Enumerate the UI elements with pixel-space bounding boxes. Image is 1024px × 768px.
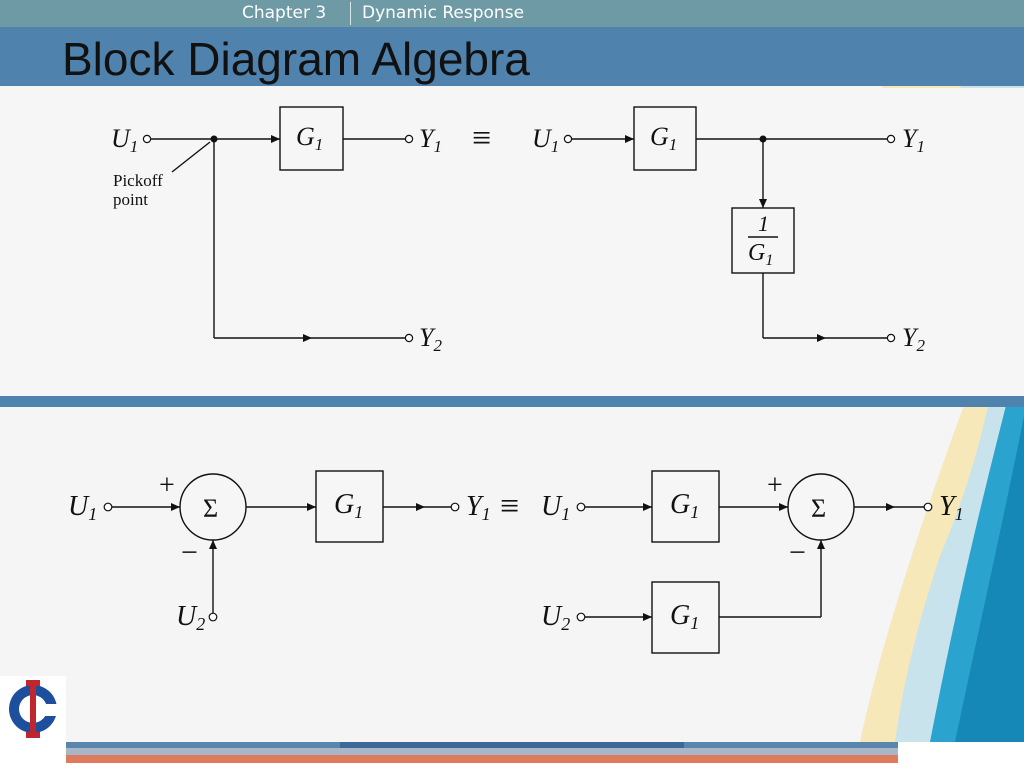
output-y2-port	[404, 333, 414, 343]
output-y1-label: Y1	[902, 124, 925, 156]
output-y2-port	[886, 333, 896, 343]
header-divider	[350, 2, 351, 25]
input-u2-label: U2	[541, 601, 570, 634]
g1-block-label: G1	[670, 489, 699, 522]
inverse-g1-block	[731, 207, 795, 274]
arrow-head	[625, 135, 634, 143]
minus-sign: −	[181, 536, 198, 569]
page-title: Block Diagram Algebra	[62, 33, 530, 85]
topic-label: Dynamic Response	[362, 3, 525, 23]
logo-bar	[30, 680, 36, 738]
g1-block	[633, 106, 697, 171]
output-y1-port	[404, 134, 414, 144]
arrow-head	[171, 503, 180, 511]
output-y1-label: Y1	[419, 124, 442, 156]
arrow-head	[643, 503, 652, 511]
input-u1-label: U1	[68, 491, 97, 524]
g1-block	[651, 470, 720, 543]
arrow-head	[303, 334, 312, 342]
sum-symbol: Σ	[811, 494, 826, 523]
input-u1-label: U1	[532, 124, 559, 156]
input-u2-port	[208, 612, 218, 622]
g1-block-label: G1	[334, 489, 363, 522]
arrow-head	[817, 334, 826, 342]
sum-symbol: Σ	[203, 494, 218, 523]
input-port	[576, 502, 586, 512]
output-y2-label: Y2	[419, 323, 442, 355]
annotation-leader	[171, 141, 211, 173]
logo-caption	[42, 704, 62, 716]
equivalence-symbol: ≡	[472, 120, 491, 157]
decorative-swoosh	[860, 86, 1024, 742]
college-logo	[0, 676, 66, 742]
arrow-head	[307, 503, 316, 511]
section-divider	[0, 396, 1024, 407]
arrow-head	[416, 503, 425, 511]
input-u1-label: U1	[541, 491, 570, 524]
output-y1-label: Y1	[466, 491, 491, 524]
g1-block-label: G1	[670, 600, 699, 633]
g1-block-label: G1	[650, 122, 677, 154]
arrow-head	[271, 135, 280, 143]
pickoff-annotation-line1: Pickoff	[113, 171, 163, 190]
plus-sign: +	[159, 470, 175, 501]
chapter-label: Chapter 3	[242, 3, 327, 23]
arrow-head	[817, 540, 825, 549]
input-port	[103, 502, 113, 512]
inverse-denominator: G1	[748, 240, 773, 269]
g1-block-lower	[651, 581, 720, 654]
plus-sign: +	[767, 470, 783, 501]
input-u1-label: U1	[111, 124, 138, 156]
input-u2-label: U2	[176, 601, 205, 634]
output-y1-label: Y1	[939, 491, 964, 524]
pickoff-annotation-line2: point	[113, 190, 148, 209]
output-y1-port	[923, 502, 933, 512]
input-u2-port	[576, 612, 586, 622]
input-port	[142, 134, 152, 144]
input-port	[563, 134, 573, 144]
arrow-head	[209, 540, 217, 549]
header-bar	[0, 0, 1024, 27]
minus-sign: −	[789, 536, 806, 569]
output-y1-port	[886, 134, 896, 144]
arrow-head	[886, 503, 895, 511]
pickoff-diagram: U1 G1 Y1 Y2 Pickoff point ≡ U1 G1 Y1 1 G…	[0, 88, 1024, 396]
arrow-head	[759, 199, 767, 208]
output-y1-port	[450, 502, 460, 512]
title-bar	[0, 27, 1024, 86]
summing-diagram: U1 Σ + − G1 Y1 U2 ≡ U1 G1 Σ + − Y1 U2 G1	[68, 470, 964, 654]
logo-bar-bottom	[26, 732, 40, 738]
footer-stripe	[66, 742, 898, 763]
arrow-head	[779, 503, 788, 511]
output-y2-label: Y2	[902, 323, 925, 355]
equivalence-symbol: ≡	[500, 488, 519, 525]
inverse-numerator: 1	[758, 211, 769, 236]
arrow-head	[643, 613, 652, 621]
g1-block-label: G1	[296, 122, 323, 154]
